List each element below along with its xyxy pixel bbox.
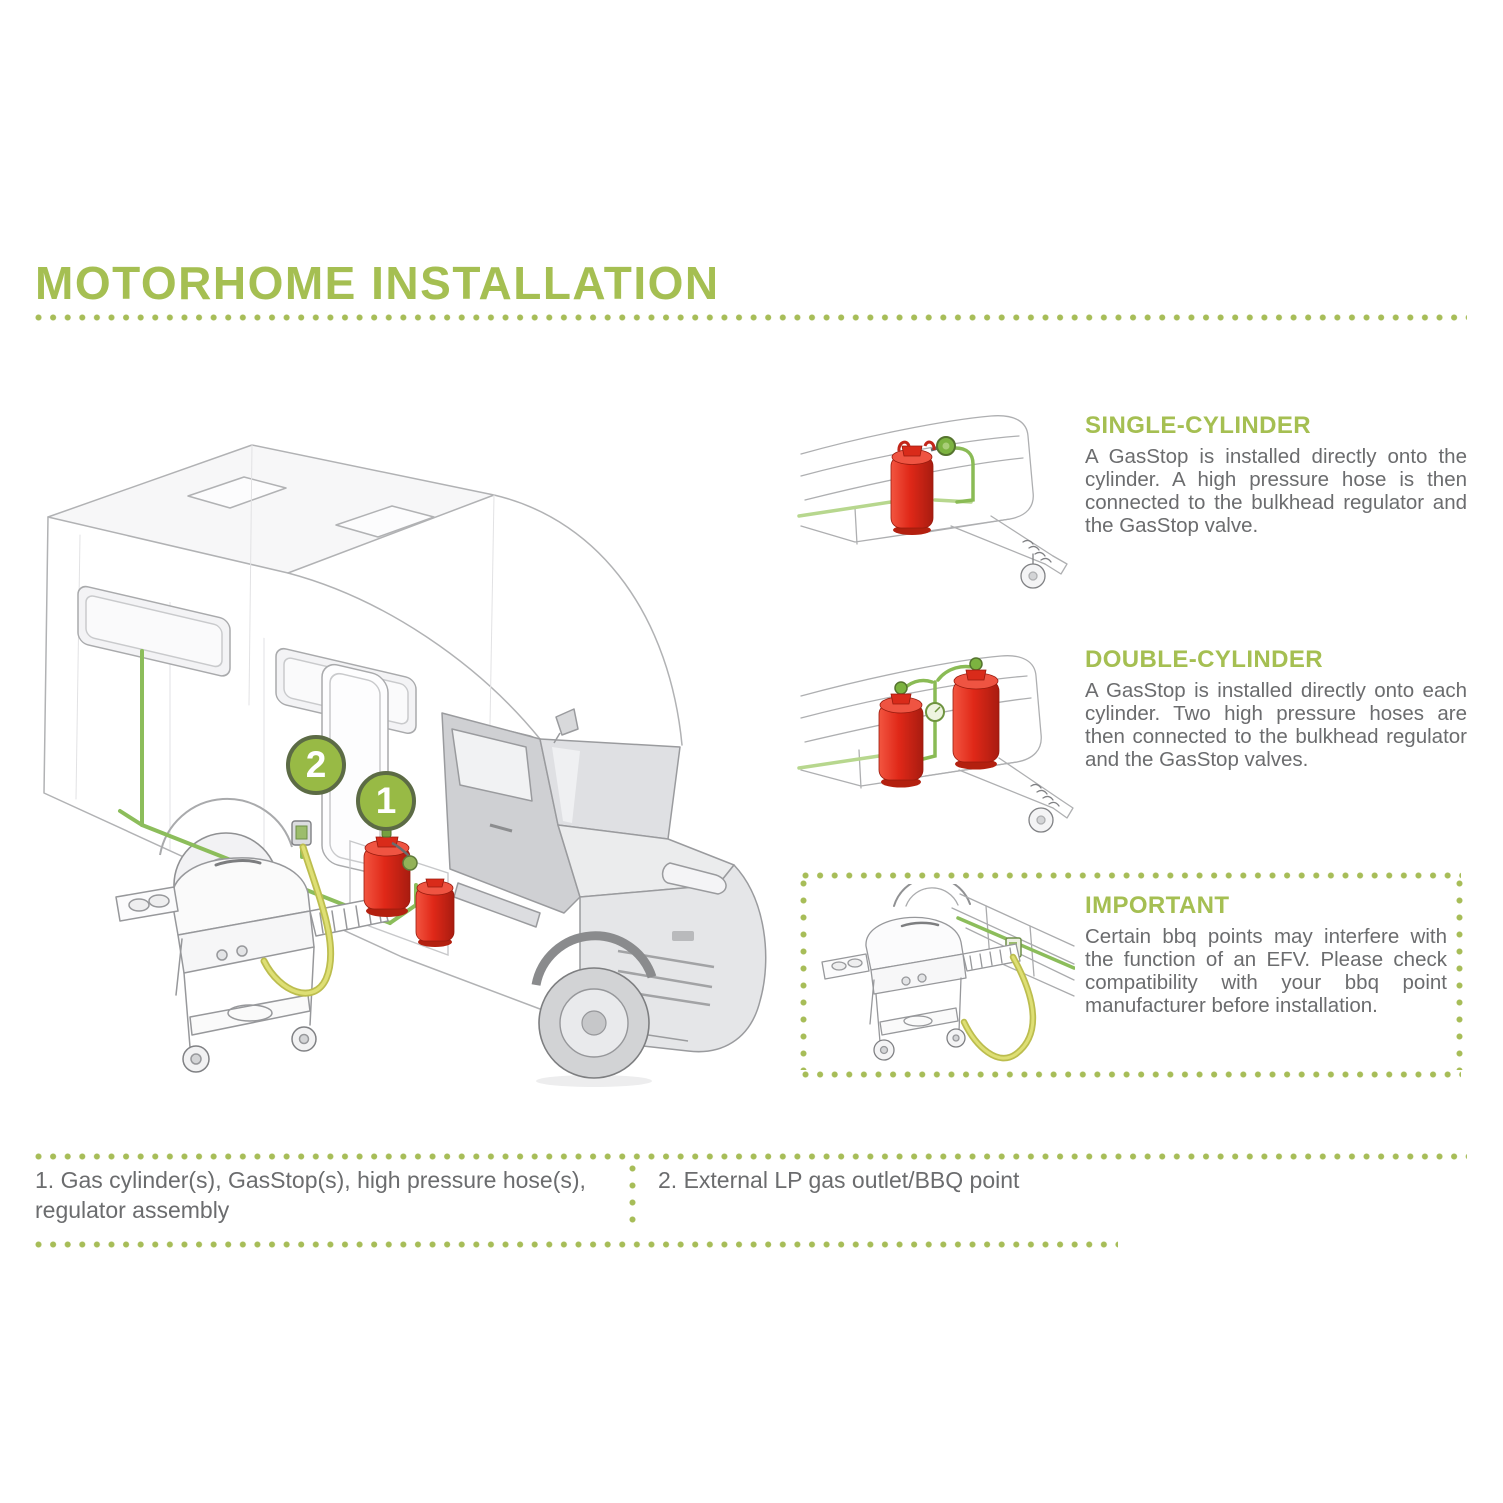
section-single-cylinder: SINGLE-CYLINDER A GasStop is installed d… [795,398,1467,618]
callout-1-number: 1 [375,780,397,821]
important-box-border-right [1456,880,1463,1070]
double-cylinder-body: A GasStop is installed directly onto eac… [1085,679,1467,772]
important-box-border-left [800,880,807,1070]
callout-2-number: 2 [305,744,327,785]
important-heading: IMPORTANT [1085,892,1230,919]
callout-1-badge: 1 [356,771,416,831]
double-cylinder-heading: DOUBLE-CYLINDER [1085,646,1323,673]
single-cylinder-illustration [795,404,1080,599]
double-cylinder-text: DOUBLE-CYLINDER A GasStop is installed d… [1085,646,1467,772]
title-divider-dotted-rule [35,314,1467,321]
single-cylinder-body: A GasStop is installed directly onto the… [1085,445,1467,538]
motorhome-diagram-svg [43,444,767,1087]
important-box-border-top [802,872,1461,879]
legend-item-2: 2. External LP gas outlet/BBQ point [658,1167,1020,1193]
motorhome-illustration: 2 1 [20,395,790,1120]
single-cylinder-diagram-svg [797,415,1068,589]
legend-top-dotted-rule [35,1153,1467,1160]
page-title: MOTORHOME INSTALLATION [35,257,720,309]
legend-bottom-dotted-rule [35,1241,1118,1248]
legend: 1. Gas cylinder(s), GasStop(s), high pre… [0,1150,1503,1260]
bbq-point-illustration [810,884,1075,1074]
important-text: IMPORTANT Certain bbq points may interfe… [1085,892,1447,1018]
legend-divider-dotted [629,1165,636,1229]
single-cylinder-heading: SINGLE-CYLINDER [1085,412,1312,439]
bbq-point-diagram-svg [821,884,1075,1062]
important-body: Certain bbq points may interfere with th… [1085,925,1447,1018]
section-double-cylinder: DOUBLE-CYLINDER A GasStop is installed d… [795,632,1467,862]
single-cylinder-text: SINGLE-CYLINDER A GasStop is installed d… [1085,412,1467,538]
legend-item-1: 1. Gas cylinder(s), GasStop(s), high pre… [35,1167,586,1224]
callout-2-badge: 2 [286,735,346,795]
important-box-border-bottom [802,1071,1461,1078]
double-cylinder-illustration [795,638,1080,853]
double-cylinder-diagram-svg [797,655,1074,833]
important-box: IMPORTANT Certain bbq points may interfe… [800,872,1463,1080]
